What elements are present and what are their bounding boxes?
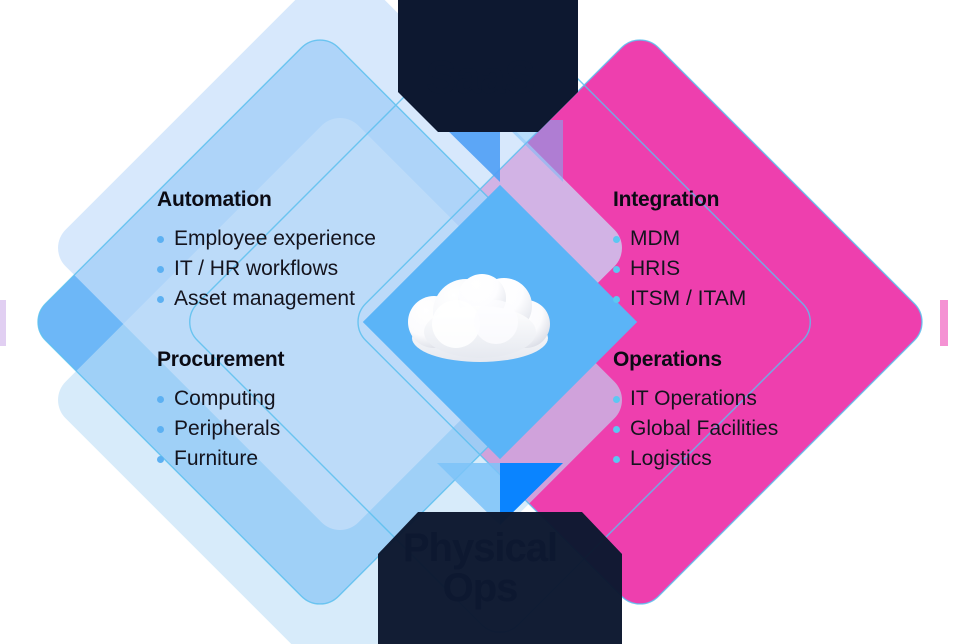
list-item: IT / HR workflows — [157, 256, 376, 282]
quadrant-operations: Operations IT Operations Global Faciliti… — [613, 348, 778, 476]
quadrant-integration-list: MDM HRIS ITSM / ITAM — [613, 226, 746, 312]
list-item-label: IT Operations — [630, 387, 757, 410]
pink-edge-sliver — [0, 300, 948, 346]
cloud-icon — [408, 274, 550, 362]
bullet-icon — [157, 396, 164, 403]
list-item-label: Furniture — [174, 447, 259, 471]
list-item-label: Asset management — [174, 287, 355, 311]
bullet-icon — [613, 296, 620, 304]
bullet-icon — [157, 296, 164, 304]
list-item: Asset management — [157, 286, 376, 312]
list-item: MDM — [613, 226, 746, 252]
bullet-icon — [613, 396, 620, 403]
list-item-label: IT / HR workflows — [174, 257, 339, 281]
quadrant-integration-title: Integration — [613, 188, 720, 211]
list-item: Global Facilities — [613, 416, 778, 442]
bullet-icon — [157, 456, 164, 464]
list-item: Peripherals — [157, 416, 284, 442]
list-item-label: Peripherals — [174, 417, 281, 441]
bullet-icon — [613, 426, 620, 434]
list-item: Employee experience — [157, 226, 376, 252]
quadrant-operations-list: IT Operations Global Facilities Logistic… — [613, 386, 778, 472]
bullet-icon — [613, 266, 620, 274]
list-item: HRIS — [613, 256, 746, 282]
navy-badges — [378, 0, 622, 644]
list-item-label: Computing — [174, 387, 276, 410]
quadrant-integration: Integration MDM HRIS ITSM / ITAM — [613, 188, 746, 316]
quadrant-automation-title: Automation — [157, 188, 272, 211]
list-item-label: Employee experience — [174, 227, 376, 250]
bullet-icon — [157, 266, 164, 274]
quadrant-automation: Automation Employee experience IT / HR w… — [157, 188, 376, 316]
list-item: Computing — [157, 386, 284, 412]
quadrant-automation-list: Employee experience IT / HR workflows As… — [157, 226, 376, 312]
quadrant-procurement-list: Computing Peripherals Furniture — [157, 386, 284, 472]
quadrant-procurement-title: Procurement — [157, 348, 285, 371]
list-item: IT Operations — [613, 386, 778, 412]
list-item: ITSM / ITAM — [613, 286, 746, 312]
list-item-label: MDM — [630, 227, 681, 250]
list-item-label: ITSM / ITAM — [630, 287, 747, 311]
quadrant-operations-title: Operations — [613, 348, 722, 371]
list-item-label: Global Facilities — [630, 417, 779, 441]
bullet-icon — [613, 236, 620, 243]
bullet-icon — [613, 456, 620, 464]
bullet-icon — [157, 426, 164, 434]
bullet-icon — [157, 236, 164, 243]
list-item-label: HRIS — [630, 257, 681, 281]
list-item: Furniture — [157, 446, 284, 472]
quadrant-procurement: Procurement Computing Peripherals Furnit… — [157, 348, 285, 476]
accent-triangles — [437, 120, 563, 525]
list-item: Logistics — [613, 446, 778, 472]
list-item-label: Logistics — [630, 447, 712, 471]
